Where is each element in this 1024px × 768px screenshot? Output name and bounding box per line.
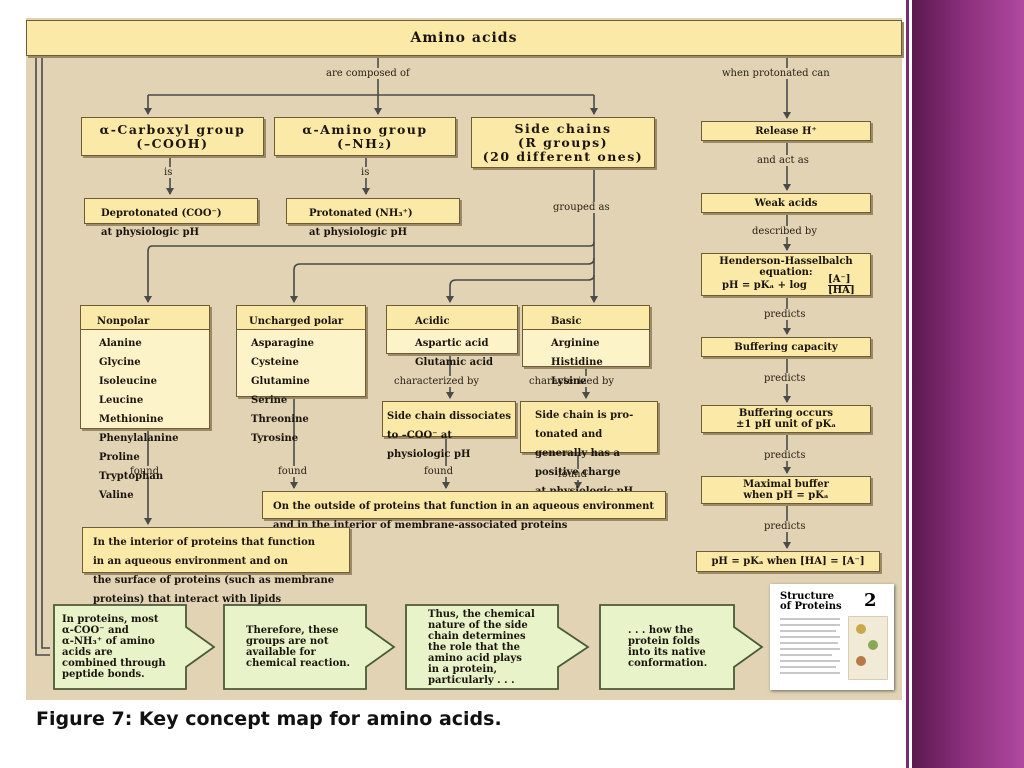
- hh-formula-label: pH = pKₐ + log: [722, 280, 807, 291]
- hh-equation-label: Henderson-Hasselbalch equation:: [719, 256, 853, 278]
- weak-acids-label: Weak acids: [754, 197, 818, 209]
- link-predicts-1: predicts: [764, 309, 806, 320]
- side-chains-label: Side chains (R groups) (20 different one…: [482, 120, 644, 164]
- ph-equals-pka-label: pH = pKₐ when [HA] = [A⁻]: [711, 556, 865, 567]
- decorative-side-stripe: [912, 0, 1024, 768]
- henderson-hasselbalch-node: Henderson-Hasselbalch equation: pH = pKₐ…: [701, 253, 871, 296]
- link-is-2: is: [361, 167, 370, 178]
- acidic-characteristic-node: Side chain dissociates to –COO⁻ at physi…: [382, 401, 516, 460]
- hh-denominator: [HA]: [828, 285, 855, 296]
- basic-list: Arginine Histidine Lysine: [551, 338, 603, 387]
- outside-of-proteins-label: On the outside of proteins that function…: [273, 501, 655, 531]
- acidic-characteristic-label: Side chain dissociates to –COO⁻ at physi…: [387, 411, 511, 460]
- stripe-divider: [906, 0, 909, 768]
- flow-step-1-shape: [53, 604, 216, 690]
- link-predicts-3: predicts: [764, 450, 806, 461]
- flow-step-2: Therefore, these groups are not availabl…: [222, 603, 398, 691]
- interior-of-proteins-node: In the interior of proteins that functio…: [82, 527, 350, 605]
- nonpolar-side-chains-node: Nonpolar side chains Alanine Glycine Iso…: [80, 305, 210, 501]
- thumbnail-chapter-number: 2: [864, 590, 877, 611]
- acidic-side-chains-node: Acidic side chains Aspartic acid Glutami…: [386, 305, 518, 368]
- uncharged-polar-side-chains-node: Uncharged polar side chains Asparagine C…: [236, 305, 366, 444]
- ph-equals-pka-node: pH = pKₐ when [HA] = [A⁻]: [696, 551, 880, 572]
- link-when-protonated-can: when protonated can: [722, 68, 830, 79]
- link-is-1: is: [164, 167, 173, 178]
- amino-acids-label: Amino acids: [410, 30, 518, 46]
- interior-of-proteins-label: In the interior of proteins that functio…: [93, 537, 335, 605]
- side-chains-node: Side chains (R groups) (20 different one…: [471, 117, 655, 168]
- link-characterized-by-1: characterized by: [394, 376, 480, 387]
- flow-step-2-shape: [223, 604, 396, 690]
- weak-acids-node: Weak acids: [701, 193, 871, 213]
- flow-step-2-label: Therefore, these groups are not availabl…: [246, 625, 350, 669]
- acidic-list: Aspartic acid Glutamic acid: [415, 338, 494, 368]
- flow-step-4: . . . how the protein folds into its nat…: [598, 603, 766, 691]
- nonpolar-list: Alanine Glycine Isoleucine Leucine Methi…: [99, 338, 179, 501]
- basic-characteristic-label: Side chain is pro- tonated and generally…: [535, 410, 634, 497]
- uncharged-list: Asparagine Cysteine Glutamine Serine Thr…: [251, 338, 315, 444]
- outside-of-proteins-node: On the outside of proteins that function…: [262, 491, 666, 531]
- flow-step-3: Thus, the chemical nature of the side ch…: [404, 603, 592, 691]
- deprotonated-label: Deprotonated (COO⁻) at physiologic pH: [101, 208, 222, 238]
- basic-characteristic-node: Side chain is pro- tonated and generally…: [520, 401, 658, 497]
- link-found-1: found: [130, 466, 160, 477]
- buffering-capacity-label: Buffering capacity: [734, 341, 838, 353]
- release-h-label: Release H⁺: [755, 125, 817, 137]
- link-found-3: found: [424, 466, 454, 477]
- basic-side-chains-node: Basic side chains Arginine Histidine Lys…: [522, 305, 650, 387]
- flow-step-4-shape: [599, 604, 764, 690]
- carboxyl-group-label: α-Carboxyl group (–COOH): [99, 121, 246, 151]
- chapter-thumbnail: Structure of Proteins 2: [770, 584, 894, 690]
- link-predicts-2: predicts: [764, 373, 806, 384]
- buffering-occurs-node: Buffering occurs ±1 pH unit of pKₐ: [701, 405, 871, 433]
- deprotonated-node: Deprotonated (COO⁻) at physiologic pH: [84, 198, 258, 238]
- maximal-buffer-label: Maximal buffer when pH = pKₐ: [743, 479, 829, 501]
- amino-acids-node: Amino acids: [26, 20, 902, 56]
- link-grouped-as: grouped as: [553, 202, 610, 213]
- flow-step-3-label: Thus, the chemical nature of the side ch…: [428, 608, 535, 686]
- amino-group-node: α-Amino group (–NH₂): [274, 117, 456, 156]
- protonated-node: Protonated (NH₃⁺) at physiologic pH: [286, 198, 460, 238]
- protonated-label: Protonated (NH₃⁺) at physiologic pH: [309, 208, 413, 238]
- link-are-composed-of: are composed of: [326, 68, 410, 79]
- flow-step-4-label: . . . how the protein folds into its nat…: [628, 625, 708, 669]
- link-found-4: found: [558, 469, 588, 480]
- flow-step-3-shape: [405, 604, 590, 690]
- link-predicts-4: predicts: [764, 521, 806, 532]
- hh-numerator: [A⁻]: [828, 274, 851, 286]
- flow-step-1-label: In proteins, most α-COO⁻ and α-NH₃⁺ of a…: [62, 614, 166, 680]
- carboxyl-group-node: α-Carboxyl group (–COOH): [81, 117, 264, 156]
- link-described-by: described by: [752, 226, 817, 237]
- link-found-2: found: [278, 466, 308, 477]
- maximal-buffer-node: Maximal buffer when pH = pKₐ: [701, 476, 871, 504]
- buffering-occurs-label: Buffering occurs ±1 pH unit of pKₐ: [736, 408, 836, 430]
- release-h-node: Release H⁺: [701, 121, 871, 141]
- link-characterized-by-2: characterized by: [529, 376, 615, 387]
- link-and-act-as: and act as: [757, 155, 809, 166]
- figure-caption: Figure 7: Key concept map for amino acid…: [36, 708, 502, 730]
- buffering-capacity-node: Buffering capacity: [701, 337, 871, 357]
- thumbnail-title: Structure of Proteins: [780, 591, 842, 612]
- flow-step-1: In proteins, most α-COO⁻ and α-NH₃⁺ of a…: [52, 603, 218, 691]
- amino-group-label: α-Amino group (–NH₂): [302, 121, 428, 151]
